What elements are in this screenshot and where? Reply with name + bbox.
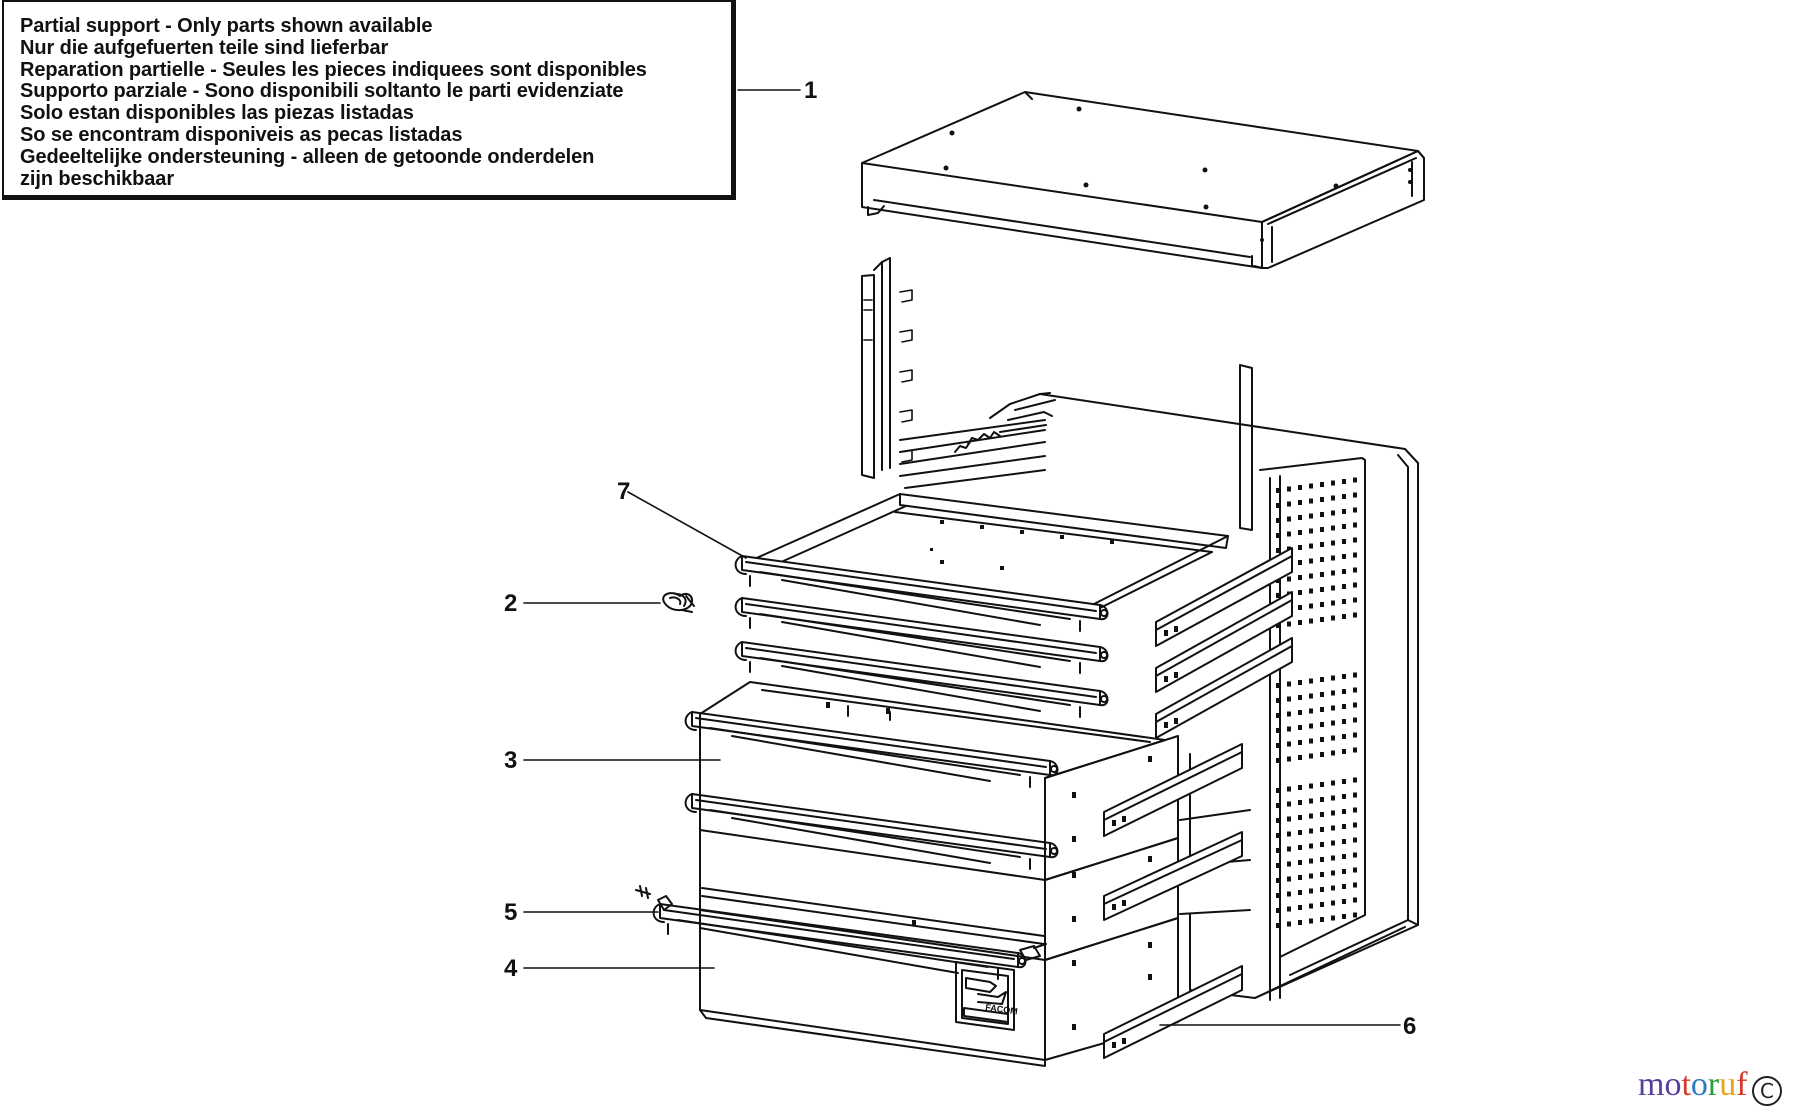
notice-line-nl-2: zijn beschikbaar [20, 167, 175, 190]
notice-line-it: Supporto parziale - Sono disponibili sol… [20, 80, 624, 103]
watermark-letter: o [1690, 1066, 1708, 1103]
slide-rail-3 [1155, 637, 1293, 739]
slide-rail-5 [1103, 831, 1243, 921]
callout-7: 7 [617, 478, 630, 505]
top-cover[interactable] [861, 91, 1425, 269]
partial-support-notice: Partial support - Only parts shown avail… [2, 0, 736, 200]
notice-line-en: Partial support - Only parts shown avail… [20, 15, 433, 37]
drawer-front-1 [734, 555, 1109, 632]
site-watermark: motoruf [1638, 1066, 1748, 1104]
watermark-letter: o [1664, 1066, 1682, 1103]
copyright-icon: C [1752, 1076, 1782, 1106]
fastener-set[interactable] [662, 592, 695, 613]
large-drawer-upper[interactable] [699, 681, 1179, 881]
callout-2: 2 [504, 590, 517, 617]
handle-screw[interactable] [635, 885, 1047, 961]
watermark-letter: f [1736, 1066, 1748, 1103]
drawer-slide-rails[interactable] [1103, 547, 1293, 1059]
notice-line-de: Nur die aufgefuerten teile sind lieferba… [20, 36, 389, 59]
cabinet-carcass [861, 257, 1419, 1001]
drawer-front-5 [684, 793, 1059, 870]
callout-1: 1 [804, 77, 817, 104]
notice-line-pt: So se encontram disponiveis as pecas lis… [20, 123, 463, 146]
callout-5: 5 [504, 899, 517, 926]
watermark-letter: u [1719, 1066, 1737, 1103]
callout-6: 6 [1403, 1013, 1416, 1040]
drawer-front-2 [734, 597, 1109, 674]
slide-rail-1 [1155, 547, 1293, 647]
drawer-front-4 [684, 711, 1059, 788]
notice-line-fr: Reparation partielle - Seules les pieces… [20, 58, 647, 81]
watermark-letter: r [1707, 1066, 1720, 1103]
slide-rail-4 [1103, 743, 1243, 837]
notice-line-es: Solo estan disponibles las piezas listad… [20, 102, 414, 125]
callout-4: 4 [504, 955, 518, 982]
watermark-letter: t [1681, 1066, 1691, 1103]
drawer-fronts [652, 555, 1109, 980]
watermark-letter: m [1638, 1066, 1665, 1103]
slide-rail-2 [1155, 591, 1293, 693]
drawer-front-6 [652, 903, 1027, 980]
callout-3: 3 [504, 747, 517, 774]
callout-leaders [523, 89, 1401, 1026]
drawer-front-3 [734, 641, 1109, 718]
notice-lines: Partial support - Only parts shown avail… [20, 15, 647, 190]
facom-badge-text: FACOM [985, 1002, 1019, 1016]
notice-line-nl: Gedeeltelijke ondersteuning - alleen de … [20, 145, 595, 168]
facom-badge [955, 961, 1015, 1031]
bottom-drawer[interactable] [699, 887, 1179, 1067]
slide-rail-6 [1103, 965, 1243, 1059]
